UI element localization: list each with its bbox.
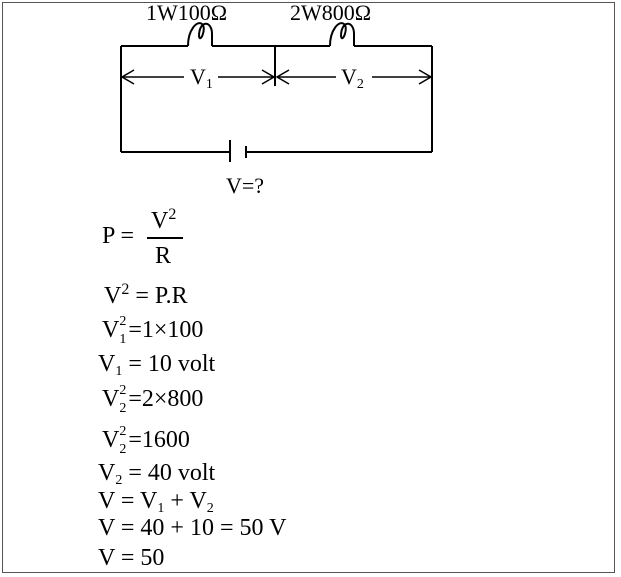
v2-result: V2 = 40 volt [98, 460, 216, 488]
v1-result: V1 = 10 volt [98, 351, 216, 379]
v2-arrowhead-right [418, 69, 433, 85]
v1-arrowhead-left [120, 69, 135, 85]
power-formula-denominator: R [155, 243, 172, 269]
v2-label: V2 [341, 64, 364, 92]
power-formula-numerator: V2 [151, 206, 177, 234]
v1-label: V1 [190, 64, 213, 92]
total-voltage-sum: V = V1 + V2 [98, 488, 214, 516]
resistor2-label: 2W800Ω [290, 0, 372, 25]
resistor2-coil [329, 22, 355, 47]
power-formula-lhs: P = [102, 223, 134, 249]
fraction-bar [147, 237, 183, 239]
document-frame [2, 2, 615, 573]
source-voltage-label: V=? [226, 173, 265, 198]
v2-arrowhead-left [275, 69, 290, 85]
v-squared-equation: V2 = P.R [104, 281, 188, 309]
resistor1-label: 1W100Ω [146, 0, 228, 25]
v1-arrowhead-right [261, 69, 276, 85]
resistor1-coil [187, 22, 213, 47]
total-voltage-calculation: V = 40 + 10 = 50 V [98, 515, 287, 541]
total-voltage-final: V = 50 [98, 545, 165, 571]
